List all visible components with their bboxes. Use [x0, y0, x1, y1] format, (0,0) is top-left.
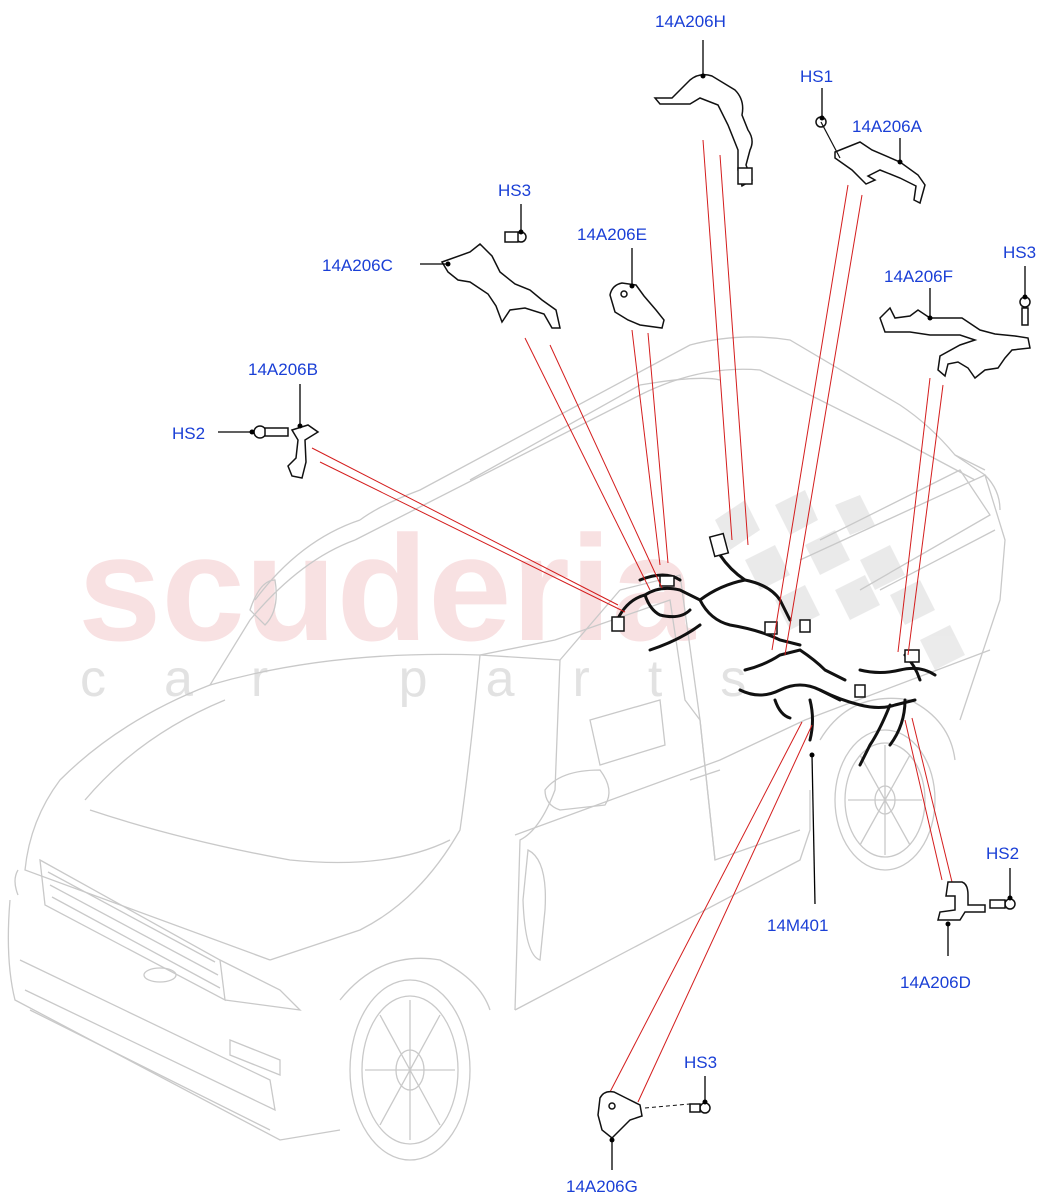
- callout-14a206d: 14A206D: [900, 973, 971, 992]
- callout-hs1: HS1: [800, 67, 833, 86]
- screw-hs3-g-icon: [689, 1102, 711, 1114]
- bracket-14a206d: [937, 881, 986, 921]
- callout-14a206g: 14A206G: [566, 1177, 638, 1196]
- callout-14a206h: 14A206H: [655, 12, 726, 31]
- callout-hs2-d: HS2: [986, 844, 1019, 863]
- screw-hs2-d-icon: [989, 898, 1016, 910]
- callout-labels: 14A206H HS1 14A206A HS3 14A206E 14A206C …: [172, 12, 1036, 1196]
- callout-14a206f: 14A206F: [884, 267, 953, 286]
- screw-hs2-b-icon: [253, 425, 289, 439]
- callout-hs2-b: HS2: [172, 424, 205, 443]
- callout-14a206e: 14A206E: [577, 225, 647, 244]
- callout-14a206c: 14A206C: [322, 256, 393, 275]
- callout-ticks: [218, 40, 1028, 1170]
- bracket-14a206e: [609, 282, 665, 329]
- bracket-14a206c: [440, 242, 561, 329]
- watermark-brand: scuderia: [78, 504, 697, 672]
- bracket-14a206f: [879, 306, 1031, 380]
- bracket-14a206a: [834, 141, 926, 205]
- watermark-tagline: car parts: [80, 650, 804, 708]
- vehicle-outline: [7, 336, 1006, 1161]
- wiring-harness-14m401: [611, 532, 937, 767]
- bracket-14a206h: [653, 73, 753, 188]
- checkered-flag-icon: [715, 490, 965, 670]
- callout-hs3-c: HS3: [498, 181, 531, 200]
- callout-14a206b: 14A206B: [248, 360, 318, 379]
- callout-14a206a: 14A206A: [852, 117, 923, 136]
- leader-lines: [311, 139, 953, 1103]
- callout-hs3-g: HS3: [684, 1053, 717, 1072]
- bracket-14a206g: [597, 1090, 691, 1140]
- bracket-14a206b: [287, 424, 320, 479]
- screw-hs3-f-icon: [1019, 296, 1031, 326]
- callout-hs3-f: HS3: [1003, 243, 1036, 262]
- callout-14m401: 14M401: [767, 916, 828, 935]
- screw-hs1-icon: [815, 116, 841, 159]
- screw-hs3-c-icon: [504, 231, 527, 243]
- watermark: scuderia car parts: [78, 490, 965, 708]
